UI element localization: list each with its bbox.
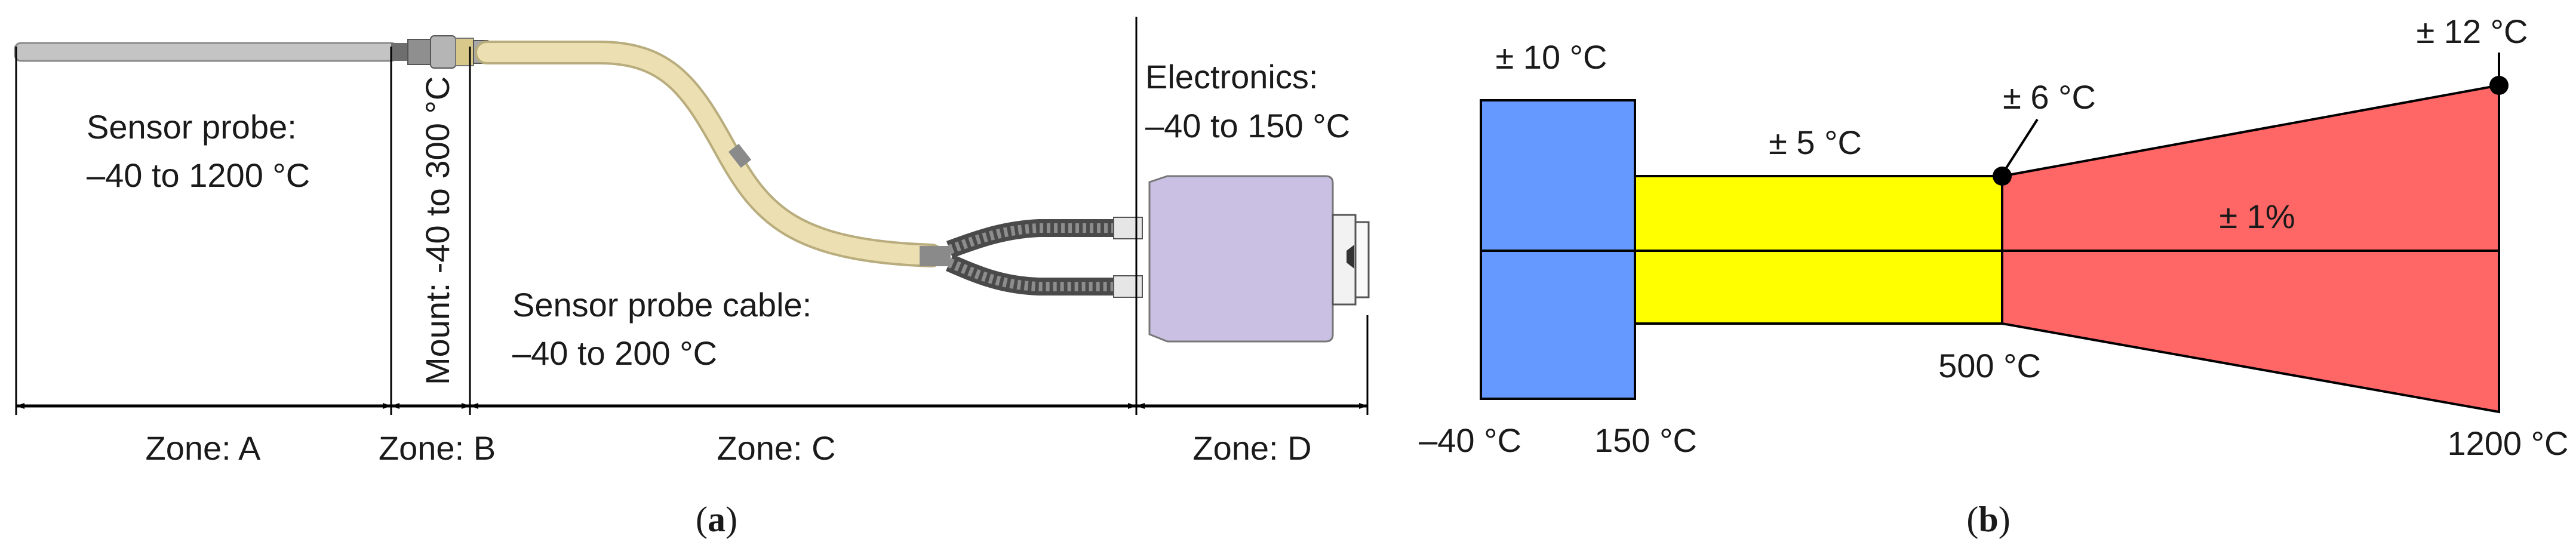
sensor-probe-range: –40 to 1200 °C: [87, 156, 310, 194]
zone-d-label: Zone: D: [1192, 429, 1311, 467]
panel-b-caption: (b): [1966, 500, 2010, 539]
cable-splitter: [920, 246, 951, 266]
tol-low-label: ± 10 °C: [1496, 38, 1607, 76]
temp-500-label: 500 °C: [1938, 347, 2041, 384]
mount-label: Mount: -40 to 300 °C: [419, 76, 456, 385]
panel-b: ± 10 °C ± 5 °C ± 6 °C ± 12 °C ± 1% –40 °…: [1419, 13, 2568, 539]
temp-max-label: 1200 °C: [2448, 424, 2569, 462]
sensor-probe-rod: [14, 42, 398, 62]
electronics-connector: [1148, 175, 1370, 343]
tol-pct-label: ± 1%: [2219, 198, 2295, 235]
cable-title: Sensor probe cable:: [512, 286, 811, 324]
marker-1200: [2489, 76, 2509, 95]
temp-min-label: –40 °C: [1419, 421, 1521, 459]
sensor-probe-cable: [475, 41, 943, 267]
zone-a-label: Zone: A: [145, 429, 261, 467]
panel-a-caption: (a): [696, 500, 737, 539]
tolerance-wedge-high: [2001, 84, 2500, 414]
tol-1200-label: ± 12 °C: [2417, 13, 2528, 50]
zone-c-label: Zone: C: [717, 429, 835, 467]
panel-a: Sensor probe: –40 to 1200 °C Mount: -40 …: [14, 17, 1370, 539]
electronics-title: Electronics:: [1145, 58, 1318, 96]
marker-500: [1993, 167, 2012, 186]
temp-150-label: 150 °C: [1594, 421, 1697, 459]
braided-leads: [945, 217, 1143, 298]
sensor-probe-cable-fill: [477, 43, 941, 265]
electronics-range: –40 to 150 °C: [1145, 107, 1350, 144]
cable-range: –40 to 200 °C: [512, 334, 717, 372]
sensor-probe-title: Sensor probe:: [87, 108, 297, 146]
tol-mid-label: ± 5 °C: [1769, 124, 1862, 161]
pointer-500: [2001, 118, 2039, 176]
zone-b-label: Zone: B: [379, 429, 496, 467]
cable-marker-band: [728, 143, 752, 168]
probe-end-band: [391, 43, 408, 61]
tol-500-label: ± 6 °C: [2003, 78, 2096, 116]
